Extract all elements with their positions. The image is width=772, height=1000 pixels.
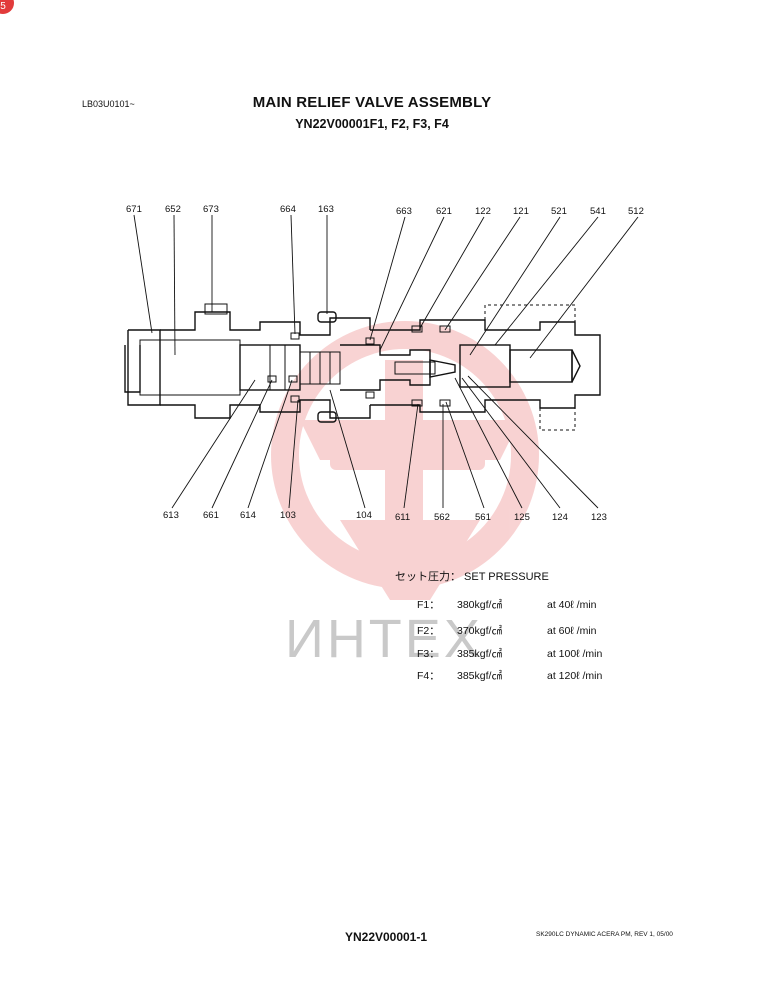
part-label: 661 bbox=[203, 510, 219, 521]
pressure-key: F1： bbox=[417, 599, 440, 611]
part-label: 621 bbox=[436, 206, 452, 217]
part-label: 521 bbox=[551, 206, 567, 217]
pressure-value: 380kgf/㎠ bbox=[457, 599, 502, 611]
pressure-value: 370kgf/㎠ bbox=[457, 625, 502, 637]
part-label: 561 bbox=[475, 512, 491, 523]
part-label: 671 bbox=[126, 204, 142, 215]
watermark-logo bbox=[271, 321, 539, 600]
pressure-flow: at 40ℓ /min bbox=[547, 599, 597, 611]
part-label: 562 bbox=[434, 512, 450, 523]
set-pressure-heading: セット圧力： SET PRESSURE bbox=[395, 571, 549, 583]
part-label: 123 bbox=[591, 512, 607, 523]
part-label: 512 bbox=[628, 206, 644, 217]
page-subtitle: YN22V00001F1, F2, F3, F4 bbox=[295, 117, 449, 131]
part-label: 613 bbox=[163, 510, 179, 521]
footer-revision: SK290LC DYNAMIC ACERA PM, REV 1, 05/00 bbox=[536, 931, 673, 938]
part-label: 125 bbox=[514, 512, 530, 523]
part-label: 122 bbox=[475, 206, 491, 217]
part-label: 124 bbox=[552, 512, 568, 523]
pressure-flow: at 120ℓ /min bbox=[547, 670, 603, 682]
pressure-flow: at 100ℓ /min bbox=[547, 648, 603, 660]
pressure-key: F2： bbox=[417, 625, 440, 637]
part-label: 163 bbox=[318, 204, 334, 215]
pressure-key: F3： bbox=[417, 648, 440, 660]
part-label: 103 bbox=[280, 510, 296, 521]
pressure-key: F4： bbox=[417, 670, 440, 682]
pressure-row: F2： 370kgf/㎠ at 60ℓ /min bbox=[417, 623, 597, 638]
page-corner-badge: 5 bbox=[0, 0, 14, 14]
part-label: 664 bbox=[280, 204, 296, 215]
part-label: 652 bbox=[165, 204, 181, 215]
document-code: LB03U0101~ bbox=[82, 99, 135, 109]
pressure-row: F1： 380kgf/㎠ at 40ℓ /min bbox=[417, 597, 597, 612]
footer-document-code: YN22V00001-1 bbox=[344, 930, 428, 944]
part-label: 673 bbox=[203, 204, 219, 215]
valve-body bbox=[124, 303, 601, 431]
watermark-text: ИНТЕХ bbox=[285, 609, 483, 669]
part-labels-top: 671 652 673 664 163 663 621 122 121 521 … bbox=[126, 204, 644, 217]
page-title: MAIN RELIEF VALVE ASSEMBLY bbox=[252, 94, 492, 111]
pressure-flow: at 60ℓ /min bbox=[547, 625, 597, 637]
pressure-row: F3： 385kgf/㎠ at 100ℓ /min bbox=[417, 646, 602, 661]
pressure-value: 385kgf/㎠ bbox=[457, 670, 502, 682]
leader-lines bbox=[133, 214, 639, 509]
part-label: 614 bbox=[240, 510, 256, 521]
part-labels-bottom: 613 661 614 103 104 611 562 561 125 124 … bbox=[163, 510, 607, 523]
part-label: 541 bbox=[590, 206, 606, 217]
part-label: 663 bbox=[396, 206, 412, 217]
part-label: 121 bbox=[513, 206, 529, 217]
pressure-row: F4： 385kgf/㎠ at 120ℓ /min bbox=[417, 668, 602, 683]
part-label: 611 bbox=[395, 512, 410, 523]
set-pressure-block: セット圧力： SET PRESSURE F1： 380kgf/㎠ at 40ℓ /m… bbox=[395, 568, 602, 682]
pressure-value: 385kgf/㎠ bbox=[457, 648, 502, 660]
part-label: 104 bbox=[356, 510, 372, 521]
